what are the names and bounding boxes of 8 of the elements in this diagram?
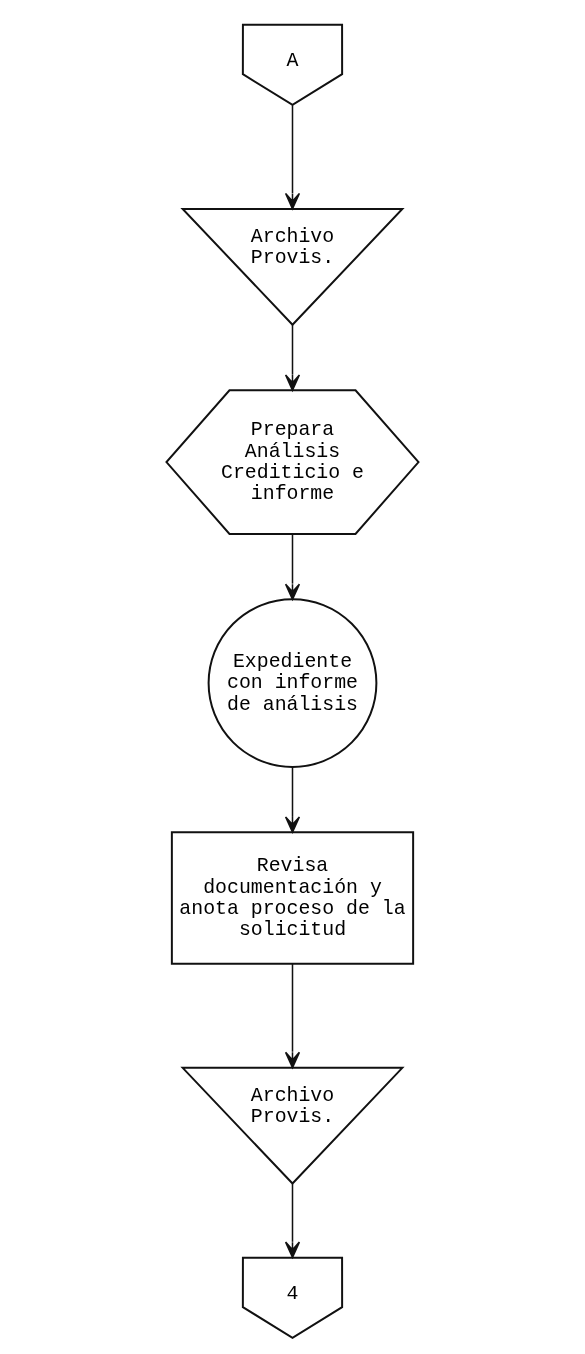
arrow (284, 533, 301, 601)
arrow (284, 104, 301, 210)
arrow (284, 324, 301, 392)
arrow (284, 963, 301, 1069)
arrow (284, 1183, 301, 1259)
node-circle: Expediente con informe de análisis (207, 598, 378, 768)
arrow (284, 766, 301, 833)
node-box: Revisa documentación y anota proceso de la solicitud (170, 831, 415, 965)
